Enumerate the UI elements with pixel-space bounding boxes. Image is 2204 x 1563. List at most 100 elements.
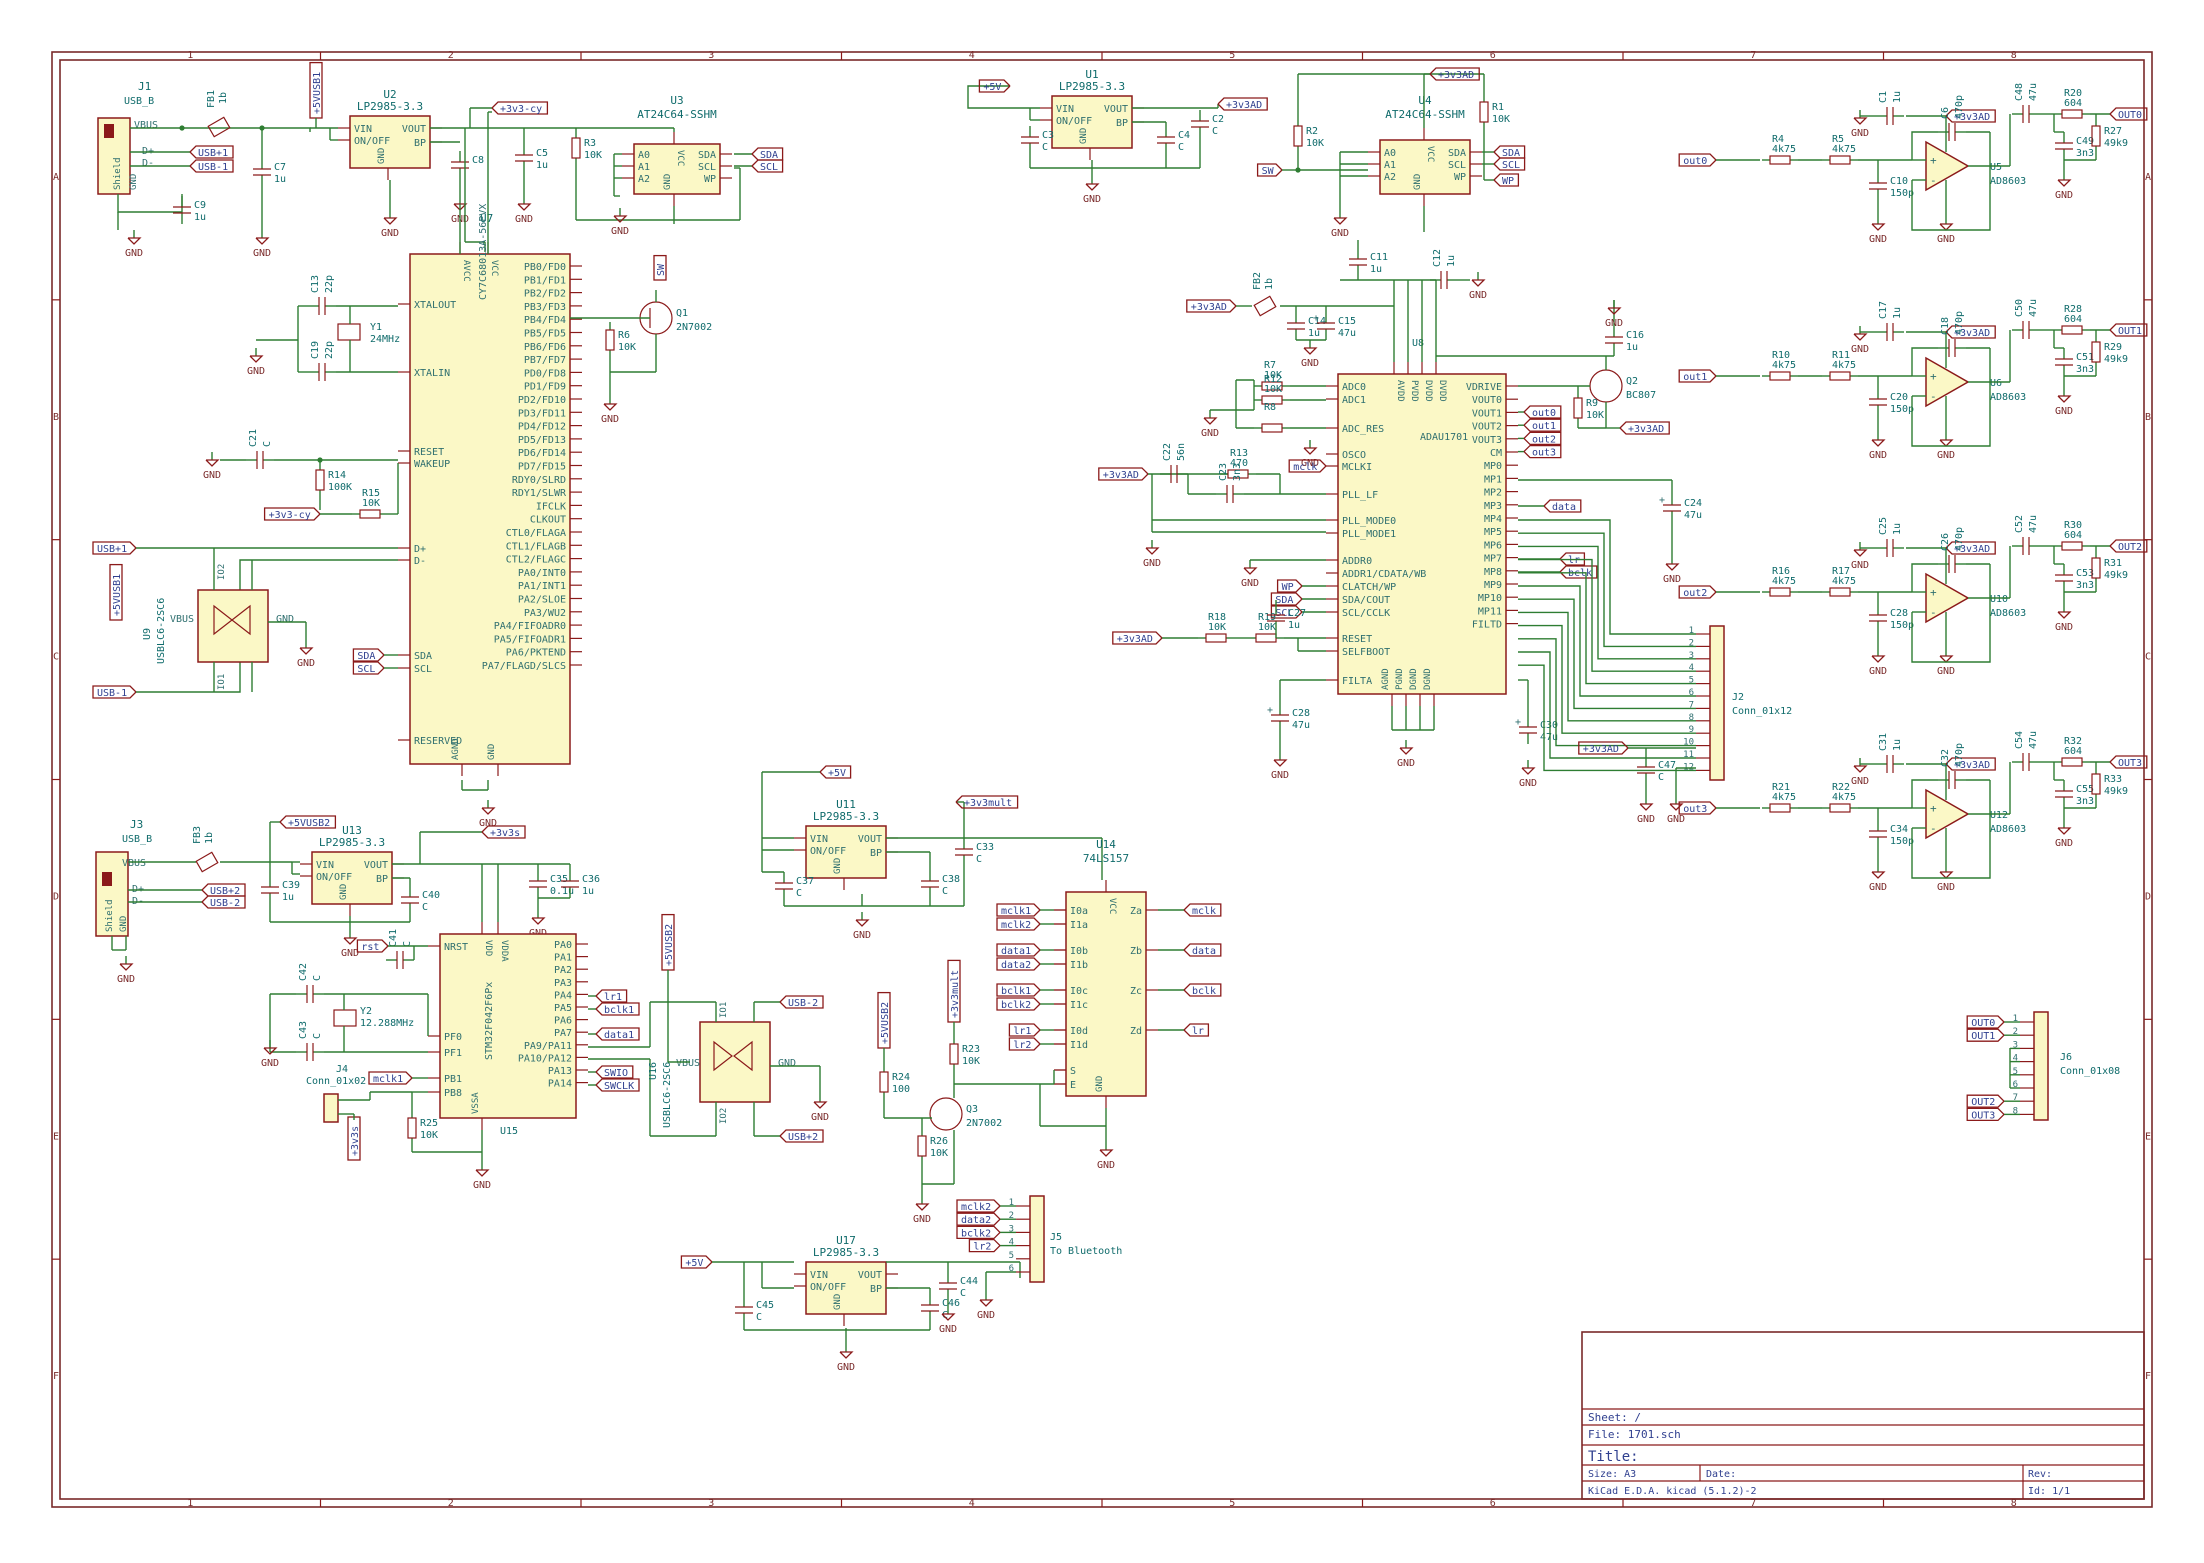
connector-body: [2033, 1011, 2049, 1121]
pin-name: ON/OFF: [1056, 116, 1092, 127]
value-label: 10K: [584, 150, 602, 161]
ref-designator: U14: [1096, 838, 1116, 851]
net-flag-icon: [279, 815, 337, 829]
opamp-plus: +: [1930, 154, 1937, 167]
ground-symbol: GND: [473, 1162, 491, 1191]
value-label: AT24C64-SSHM: [637, 108, 717, 121]
pin-name: PA2: [554, 965, 572, 976]
ground-icon: [1853, 765, 1868, 773]
ground-icon: [1085, 183, 1100, 191]
value-label: 10K: [1264, 370, 1282, 381]
pin-name: PA3: [554, 978, 572, 989]
ground-label: GND: [1851, 560, 1869, 571]
net-name: SCL: [357, 664, 375, 675]
pin-name: ON/OFF: [810, 1282, 846, 1293]
pin-name: VOUT0: [1472, 395, 1502, 406]
value-label: 4k75: [1772, 576, 1796, 587]
ground-symbol: GND: [1851, 110, 1869, 139]
ground-symbol: GND: [1869, 648, 1887, 677]
file-name: File: 1701.sch: [1588, 1428, 1681, 1441]
ground-label: GND: [297, 658, 315, 669]
pin-name: PA0: [554, 940, 572, 951]
resistor-body: [1829, 803, 1851, 813]
value-label: 22p: [324, 341, 335, 359]
pin-name: I1d: [1070, 1040, 1088, 1051]
ground-label: GND: [1469, 290, 1487, 301]
ref-designator: R20: [2064, 88, 2082, 99]
chip-body: [1065, 891, 1147, 1097]
net-name: mclk: [1293, 462, 1317, 473]
ground-symbol: GND: [1083, 176, 1101, 205]
net-flag-icon: [595, 1002, 640, 1016]
ref-designator: R28: [2064, 304, 2082, 315]
ground-symbol: GND: [1637, 796, 1655, 825]
net-name: +5VUSB2: [664, 924, 675, 966]
pin-name: SCL: [1448, 160, 1466, 171]
net-flag-icon: [1678, 369, 1717, 383]
value-label: C: [262, 441, 273, 447]
global-net-label: data: [1183, 943, 1222, 957]
ref-designator: C36: [582, 874, 600, 885]
ref-designator: Y1: [370, 322, 382, 333]
net-name: SCL: [1502, 160, 1520, 171]
ground-symbol: GND: [811, 1094, 829, 1123]
value-label: LP2985-3.3: [357, 100, 423, 113]
pin-name: VBUS: [122, 858, 146, 869]
net-flag-icon: [595, 1078, 640, 1092]
global-net-label: out3: [1523, 444, 1562, 459]
pin-name: ON/OFF: [354, 136, 390, 147]
transistor-icon: [929, 1097, 963, 1131]
ref-designator: FB3: [192, 826, 203, 844]
column-marker: 8: [2011, 50, 2017, 61]
global-net-label: OUT0: [2109, 107, 2148, 121]
global-net-label: mclk1: [996, 903, 1041, 917]
ref-designator: C4: [1178, 130, 1190, 141]
pin-number: 4: [1689, 663, 1694, 673]
opamp-icon: [1925, 140, 1970, 192]
value-label: 150p: [1890, 404, 1914, 415]
value-label: 1u: [1288, 620, 1300, 631]
row-marker: A: [53, 172, 59, 183]
row-marker: D: [53, 891, 59, 902]
pin-name: DGND: [1423, 668, 1433, 690]
pin-name: ADC0: [1342, 382, 1366, 393]
value-label: C: [976, 854, 982, 865]
value-label: 10K: [1586, 410, 1604, 421]
value-label: 56n: [1176, 443, 1187, 461]
net-flag-icon: [1678, 153, 1717, 167]
resistor-body: [1205, 633, 1227, 643]
pin-number: 6: [2013, 1080, 2018, 1090]
ground-label: GND: [1851, 776, 1869, 787]
ground-label: GND: [2055, 838, 2073, 849]
pin-name: I0b: [1070, 946, 1088, 957]
net-flag-icon: [996, 957, 1041, 971]
ground-icon: [1939, 871, 1954, 879]
pin-name: I1c: [1070, 1000, 1088, 1011]
ground-symbol: GND: [1241, 560, 1259, 589]
net-flag-icon: [1186, 299, 1237, 313]
net-name: USB+1: [198, 148, 228, 159]
net-name: bclk: [1192, 986, 1216, 997]
value-label: 1u: [582, 886, 594, 897]
pin-name: PB5/FD5: [524, 329, 566, 340]
ground-symbol: GND: [1469, 272, 1487, 301]
ref-designator: C48: [2014, 83, 2025, 101]
ref-designator: C24: [1684, 498, 1702, 509]
ref-designator: R8: [1264, 402, 1276, 413]
chip-body: [311, 851, 393, 905]
ground-label: GND: [515, 214, 533, 225]
pin-name: PA1/INT1: [518, 581, 566, 592]
net-flag-icon: [2109, 539, 2148, 553]
ground-symbol: GND: [1663, 556, 1681, 585]
pin-name: SCL: [414, 664, 432, 675]
pin-name: MP3: [1484, 501, 1502, 512]
